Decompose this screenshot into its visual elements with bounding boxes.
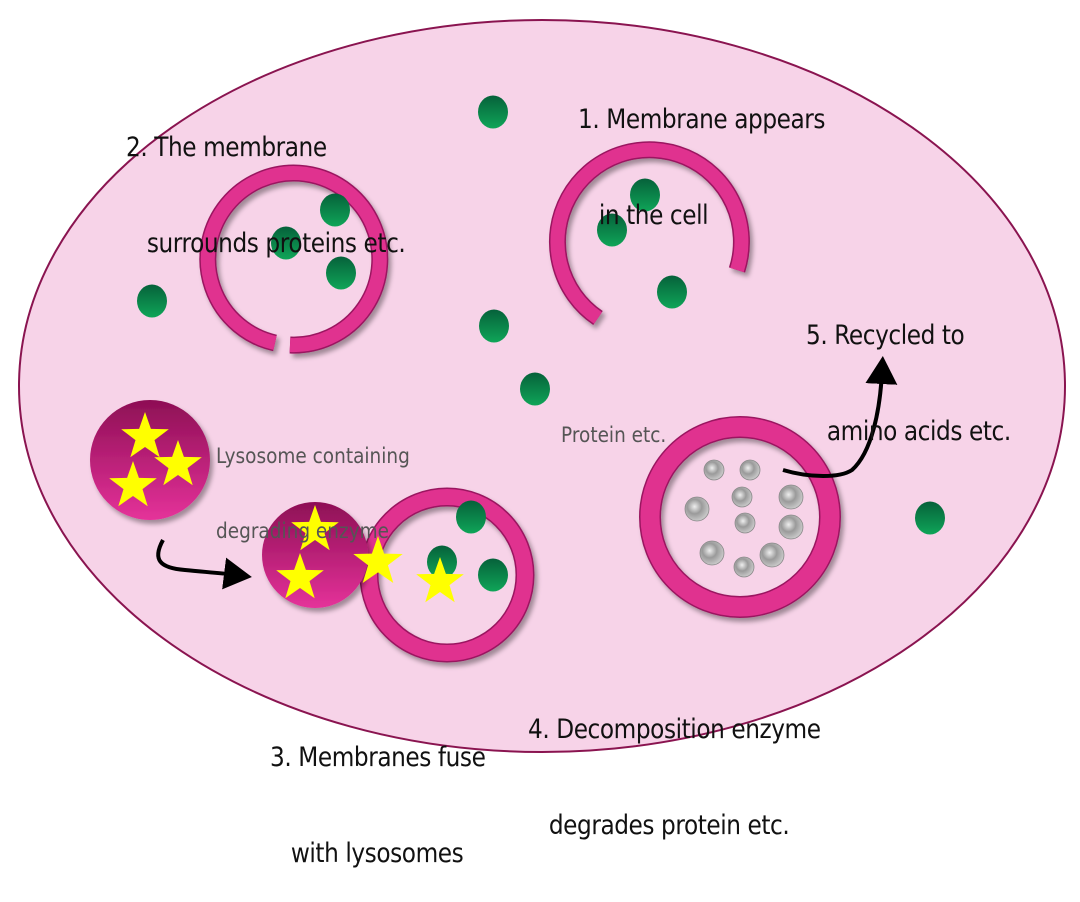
step-5-line1: 5. Recycled to (806, 320, 965, 351)
protein-dot (597, 213, 627, 247)
step-4-label: 4. Decomposition enzyme degrades protein… (528, 650, 821, 874)
proteins-group (137, 95, 945, 592)
membrane-stage-4 (639, 416, 841, 618)
step-3-label: 3. Membranes fuse with lysosomes (270, 678, 486, 902)
degraded-particle (759, 542, 785, 568)
protein-dot (478, 95, 508, 129)
step-4-line1: 4. Decomposition enzyme (528, 714, 821, 745)
degraded-particle (703, 459, 725, 481)
protein-dot (657, 275, 687, 309)
step-2-label: 2. The membrane surrounds proteins etc. (126, 68, 406, 292)
step-4-line2: degrades protein etc. (528, 810, 790, 841)
step-1-line2: in the cell (578, 200, 709, 231)
step-1-label: 1. Membrane appears in the cell (578, 40, 826, 264)
protein-dot (427, 545, 457, 579)
enzyme-star (154, 440, 202, 486)
membrane-stage-2 (199, 164, 389, 354)
lysosome (90, 400, 210, 520)
protein-dot (320, 193, 350, 227)
enzyme-star (353, 536, 403, 583)
degraded-particle (778, 484, 804, 510)
step-3-line1: 3. Membranes fuse (270, 742, 486, 773)
autophagy-diagram (18, 19, 1066, 753)
degraded-particle (733, 556, 755, 578)
enzyme-star (109, 461, 157, 507)
step-3-line2: with lysosomes (270, 838, 464, 869)
protein-legend-label: Protein etc. (561, 373, 666, 473)
membrane-stage-1 (549, 141, 750, 326)
enzyme-star (291, 505, 339, 551)
enzyme-star (121, 412, 169, 458)
lysosome-fusing (262, 502, 368, 608)
protein-dot (326, 256, 356, 290)
protein-dot (630, 178, 660, 212)
protein-dot (478, 558, 508, 592)
degraded-particle (778, 514, 804, 540)
degraded-particle (739, 459, 761, 481)
step-5-label: 5. Recycled to amino acids etc. (806, 256, 1011, 480)
step-5-line2: amino acids etc. (806, 416, 1011, 447)
lysosome-legend-line2: degrading enzyme (216, 519, 390, 543)
arrow-lysosome-to-fusion (156, 539, 252, 590)
protein-dot (271, 226, 301, 260)
enzyme-star (416, 557, 464, 603)
step-2-line1: 2. The membrane (126, 132, 327, 163)
degraded-particle (734, 512, 756, 534)
step-1-line1: 1. Membrane appears (578, 104, 826, 135)
arrow-recycle (782, 356, 898, 478)
degraded-particles-group (684, 459, 804, 578)
degraded-particle (699, 540, 725, 566)
degraded-particle (684, 496, 710, 522)
degraded-particle (731, 486, 753, 508)
protein-dot (456, 500, 486, 534)
protein-dot (479, 309, 509, 343)
enzyme-stars-group (109, 412, 464, 603)
protein-dot (915, 501, 945, 535)
lysosome-legend-label: Lysosome containing degrading enzyme (216, 394, 410, 569)
enzyme-star (276, 553, 324, 599)
protein-dot (520, 372, 550, 406)
protein-dot (137, 284, 167, 318)
step-2-line2: surrounds proteins etc. (126, 228, 406, 259)
protein-legend-text: Protein etc. (561, 423, 667, 447)
lysosome-legend-line1: Lysosome containing (216, 444, 410, 468)
